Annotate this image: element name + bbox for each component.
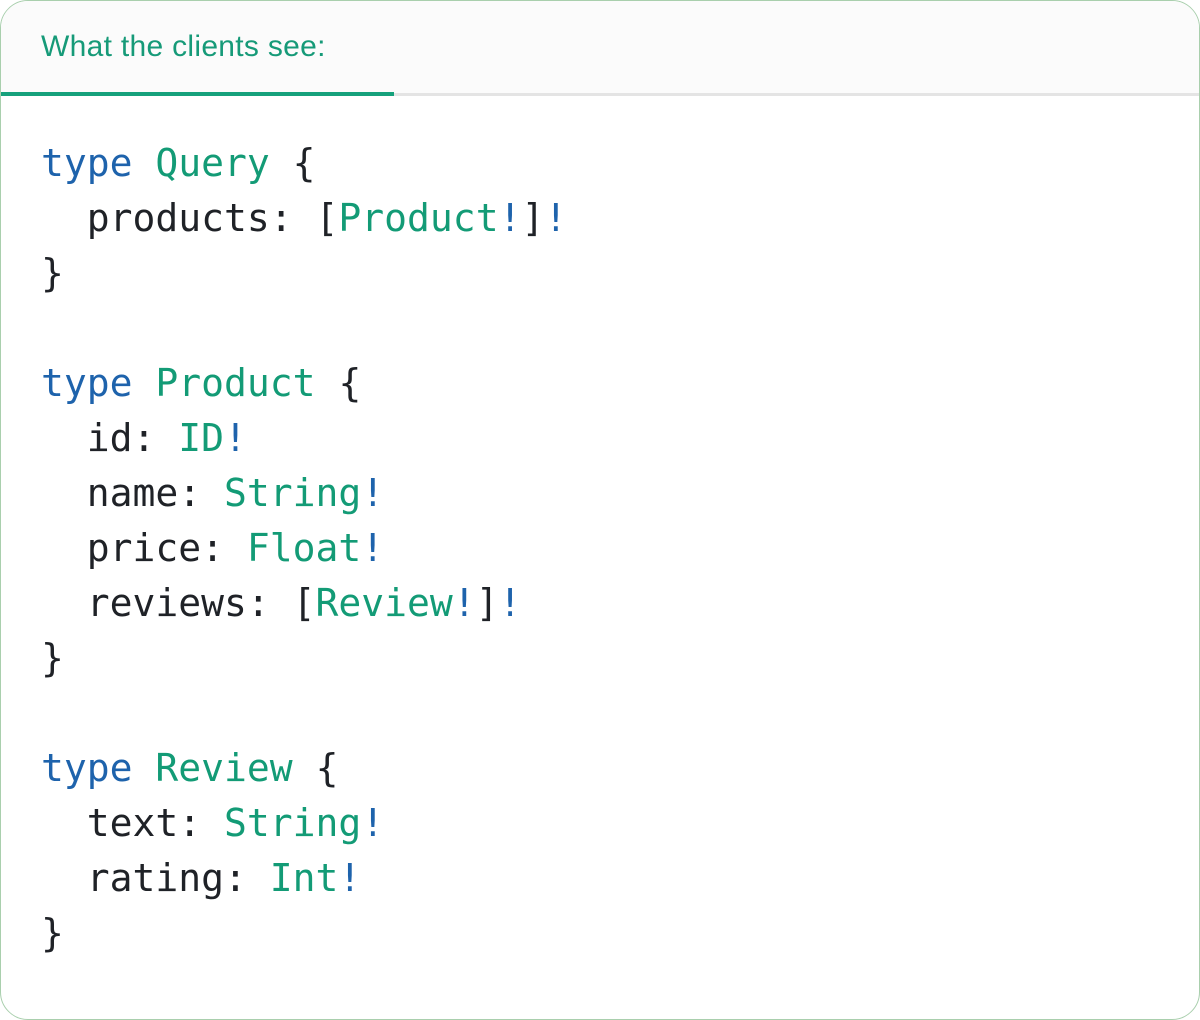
code-line: name: String! (41, 471, 385, 515)
code-line: reviews: [Review!]! (41, 581, 522, 625)
code-line: type Product { (41, 361, 362, 405)
code-line: id: ID! (41, 416, 247, 460)
code-line: price: Float! (41, 526, 385, 570)
code-line (41, 301, 1169, 356)
tab-what-clients-see[interactable]: What the clients see: (1, 1, 366, 93)
tab-label: What the clients see: (41, 30, 326, 63)
active-tab-indicator (1, 92, 394, 96)
code-line: } (41, 251, 64, 295)
code-line: type Query { (41, 141, 316, 185)
code-line: products: [Product!]! (41, 196, 568, 240)
code-line: } (41, 911, 64, 955)
code-line (41, 686, 1169, 741)
graphql-schema-code: type Query { products: [Product!]!} type… (1, 96, 1199, 961)
code-content: type Query { products: [Product!]!} type… (41, 136, 1169, 961)
code-line: rating: Int! (41, 856, 362, 900)
code-line: } (41, 636, 64, 680)
code-line: text: String! (41, 801, 385, 845)
tab-bar: What the clients see: (1, 1, 1199, 96)
code-line: type Review { (41, 746, 339, 790)
